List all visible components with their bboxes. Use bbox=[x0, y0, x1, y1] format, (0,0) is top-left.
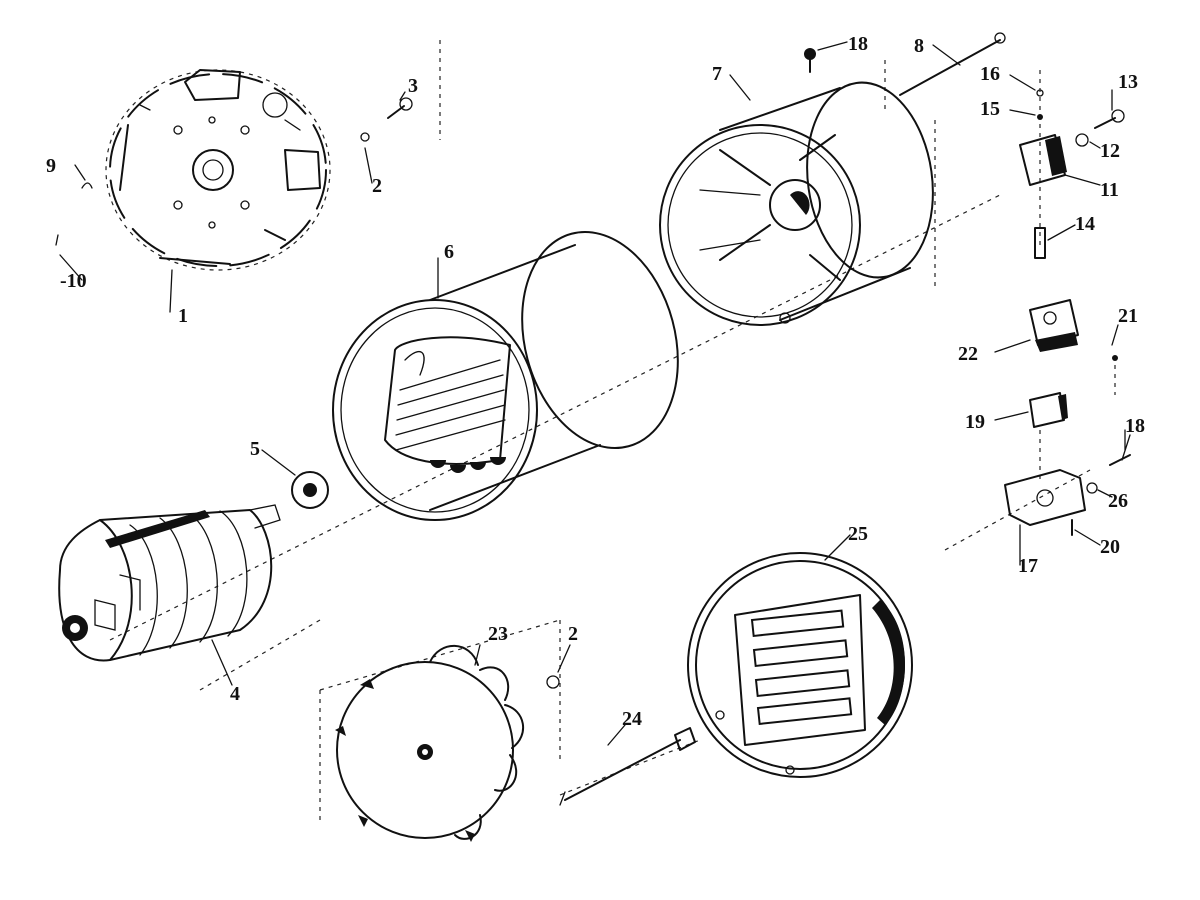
label-5: 5 bbox=[250, 438, 260, 460]
label-18-right: 18 bbox=[1125, 415, 1145, 437]
part-5-bearing bbox=[291, 471, 329, 509]
label-10: -10 bbox=[60, 270, 87, 292]
label-6: 6 bbox=[444, 241, 454, 263]
label-1: 1 bbox=[178, 305, 188, 327]
part-7-end-housing bbox=[659, 81, 934, 326]
bracket-parts bbox=[1004, 299, 1131, 536]
leader-lines bbox=[59, 41, 1131, 746]
label-22: 22 bbox=[958, 343, 978, 365]
label-23: 23 bbox=[488, 623, 508, 645]
label-2-bottom: 2 bbox=[568, 623, 578, 645]
label-4: 4 bbox=[230, 683, 240, 705]
callout-labels: 1 2 3 4 5 6 7 8 9 -10 11 12 13 14 15 16 … bbox=[46, 33, 1145, 730]
label-14: 14 bbox=[1075, 213, 1095, 235]
label-11: 11 bbox=[1100, 179, 1119, 201]
label-8: 8 bbox=[914, 35, 924, 57]
label-17: 17 bbox=[1018, 555, 1038, 577]
label-24: 24 bbox=[622, 708, 642, 730]
part-25-rear-end bbox=[687, 552, 913, 778]
label-18-top: 18 bbox=[848, 33, 868, 55]
label-20: 20 bbox=[1100, 536, 1120, 558]
label-21: 21 bbox=[1118, 305, 1138, 327]
part-6-field-housing bbox=[332, 230, 679, 521]
part-24-through-bolt bbox=[559, 727, 696, 806]
part-1-end-bell bbox=[105, 69, 331, 271]
part-23-fan bbox=[319, 619, 561, 842]
label-15: 15 bbox=[980, 98, 1000, 120]
label-16: 16 bbox=[980, 63, 1000, 85]
label-19: 19 bbox=[965, 411, 985, 433]
label-9: 9 bbox=[46, 155, 56, 177]
label-3: 3 bbox=[408, 75, 418, 97]
label-7: 7 bbox=[712, 63, 722, 85]
label-13: 13 bbox=[1118, 71, 1138, 93]
label-26: 26 bbox=[1108, 490, 1128, 512]
small-hardware-top-left bbox=[55, 97, 413, 246]
label-25: 25 bbox=[848, 523, 868, 545]
top-screws bbox=[804, 32, 1006, 96]
label-12: 12 bbox=[1100, 140, 1120, 162]
part-4-armature bbox=[58, 504, 281, 662]
label-2-top: 2 bbox=[372, 175, 382, 197]
